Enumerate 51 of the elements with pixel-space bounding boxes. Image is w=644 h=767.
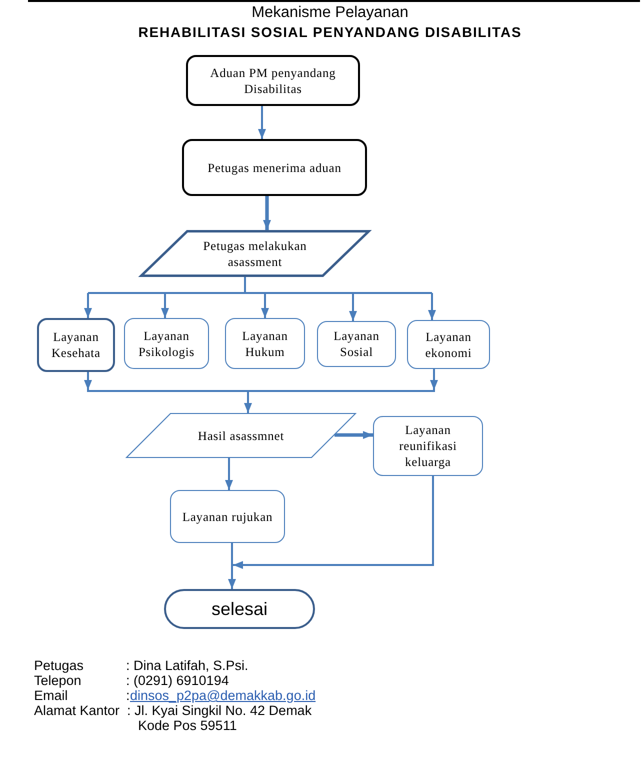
connector-arrow: [244, 391, 252, 413]
process-box: [37, 318, 115, 372]
connector-arrow: [84, 372, 92, 390]
process-box: [225, 318, 305, 369]
field-label: Telepon: [34, 673, 82, 688]
connector-arrow: [84, 293, 92, 318]
connector-arrow: [334, 431, 373, 439]
node-text: Layanan ekonomi: [424, 328, 473, 360]
connector-arrow: [263, 196, 271, 230]
node-text: Petugas melakukan asassment: [202, 238, 308, 270]
connector-arrow: [228, 565, 236, 589]
connector-arrow: [349, 293, 357, 321]
connector-arrow: [161, 293, 169, 318]
field-label: Email: [34, 688, 68, 703]
process-box: [186, 55, 360, 106]
process-box: [182, 139, 367, 196]
connector-arrow: [261, 293, 269, 318]
node-text: Petugas menerima aduan: [208, 160, 342, 176]
diagram-title: Mekanisme Pelayanan REHABILITASI SOSIAL PENYANDANG DISABILITAS: [137, 3, 523, 42]
process-box: [373, 416, 483, 476]
connector-line: [87, 390, 435, 392]
node-text: Aduan PM penyandang Disabilitas: [209, 64, 337, 96]
field-label: Alamat Kantor: [34, 703, 120, 718]
process-box: [170, 490, 285, 543]
node-text: Layanan Sosial: [332, 328, 380, 360]
field-label: Petugas: [34, 658, 84, 673]
connector-line: [87, 276, 433, 294]
data-parallelogram: [140, 230, 370, 277]
connector-line: [231, 543, 233, 565]
field-value: : Dina Latifah, S.Psi.: [126, 658, 248, 673]
connector-arrow: [258, 106, 266, 139]
connector-arrow: [428, 293, 436, 320]
email-link: dinsos_p2pa@demakkab.go.id: [130, 688, 316, 703]
data-parallelogram: [126, 413, 356, 458]
field-value: Kode Pos 59511: [138, 718, 237, 733]
node-text: Layanan rujukan: [182, 508, 273, 524]
separator-colon: :: [126, 688, 130, 703]
connector-arrow: [430, 369, 438, 390]
node-text: Layanan Kesehata: [50, 329, 102, 361]
connector-arrow: [225, 458, 233, 490]
connector-arrow: [233, 476, 434, 569]
process-box: [124, 318, 209, 369]
node-text: Layanan reunifikasi keluarga: [398, 422, 458, 470]
field-value: : Jl. Kyai Singkil No. 42 Demak: [127, 703, 312, 718]
process-box: [407, 320, 490, 369]
field-value: : (0291) 6910194: [126, 673, 229, 688]
node-text: selesai: [211, 598, 268, 620]
node-text: Layanan Hukum: [241, 328, 289, 360]
process-box: [317, 321, 396, 367]
node-text: Layanan Psikologis: [137, 328, 196, 360]
node-text: Hasil asassmnet: [198, 428, 284, 444]
